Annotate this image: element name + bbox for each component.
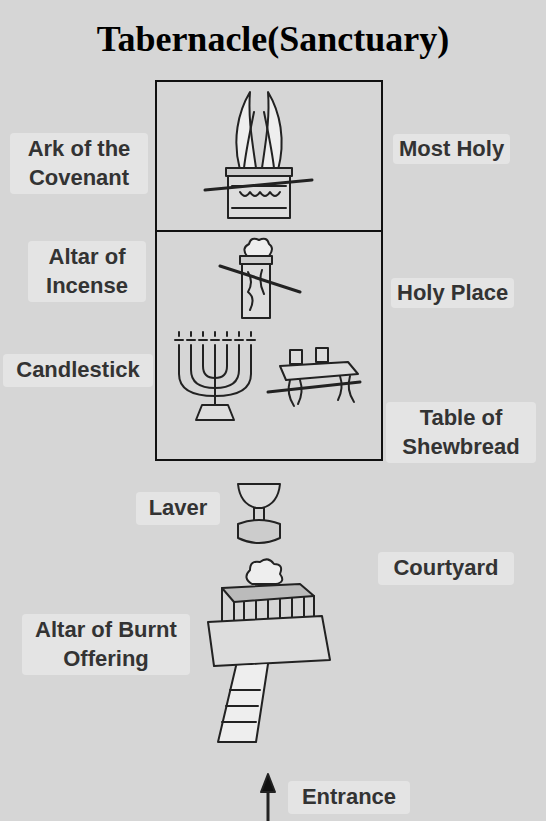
incense-altar-illustration (220, 239, 300, 318)
entrance-arrow (261, 774, 275, 821)
room-name: Holy Place (391, 278, 514, 308)
candlestick-illustration (175, 332, 255, 420)
part-label: Candlestick (3, 354, 153, 387)
laver-illustration (238, 484, 280, 543)
part-label: Ark of the Covenant (10, 133, 148, 194)
diagram-title: Tabernacle(Sanctuary) (0, 18, 546, 60)
part-label: Entrance (288, 781, 410, 814)
part-label: Table of Shewbread (386, 402, 536, 463)
burnt-altar-illustration (208, 559, 330, 742)
table-illustration (268, 348, 360, 406)
ark-illustration (205, 92, 312, 218)
room-name: Most Holy (393, 134, 510, 164)
part-label: Altar of Incense (28, 241, 146, 302)
part-label: Courtyard (378, 552, 514, 585)
room-box: Holy Place (155, 230, 383, 461)
room-box: Most Holy (155, 80, 383, 232)
part-label: Altar of Burnt Offering (22, 614, 190, 675)
part-label: Laver (136, 492, 220, 525)
